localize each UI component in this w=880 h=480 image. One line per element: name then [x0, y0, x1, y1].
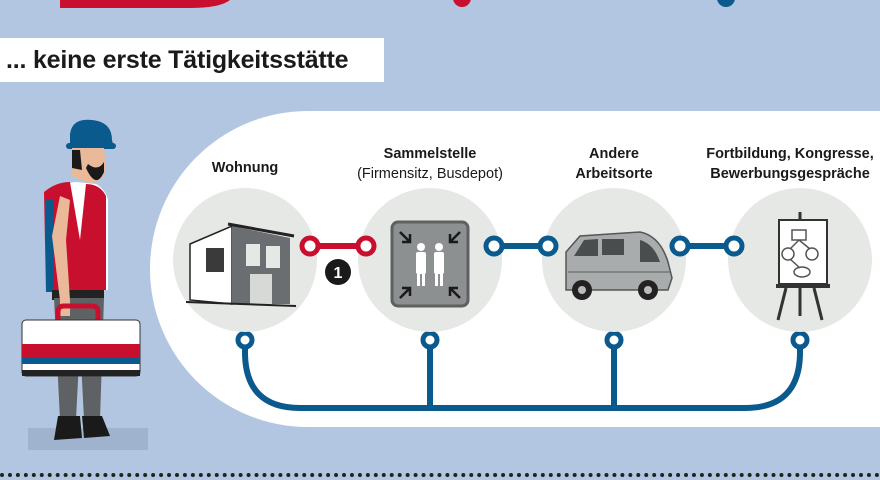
- bottom-connector: [242, 342, 803, 411]
- node-label-arbeitsorte: Andere Arbeitsorte: [575, 146, 653, 182]
- van-icon: [565, 231, 673, 300]
- red-connector: [299, 235, 377, 257]
- hard-hat-icon: [70, 119, 114, 148]
- toolbox-icon: [21, 303, 141, 377]
- dotted-divider: [0, 473, 880, 477]
- blue-connector-1: [483, 235, 559, 257]
- node-label-sammelstelle: Sammelstelle (Firmensitz, Busdepot): [357, 146, 503, 182]
- node-label-wohnung: Wohnung: [211, 160, 279, 176]
- title-box: ... keine erste Tätigkeitsstätte: [0, 38, 384, 82]
- top-red-shape: [60, 0, 230, 8]
- worker-illustration: [28, 119, 148, 450]
- assembly-point-icon: [390, 220, 470, 308]
- top-blue-dot: [717, 0, 735, 7]
- blue-connector-2: [669, 235, 745, 257]
- bottom-connector-ends: [235, 330, 810, 350]
- badge-1: 1: [325, 259, 351, 285]
- flipchart-icon: [776, 212, 830, 321]
- badge-1-text: 1: [334, 265, 343, 282]
- top-red-dot: [453, 0, 471, 7]
- house-icon: [185, 222, 297, 307]
- node-label-fortbildung: Fortbildung, Kongresse, Bewerbungsgesprä…: [706, 146, 874, 182]
- page-title: ... keine erste Tätigkeitsstätte: [6, 45, 349, 74]
